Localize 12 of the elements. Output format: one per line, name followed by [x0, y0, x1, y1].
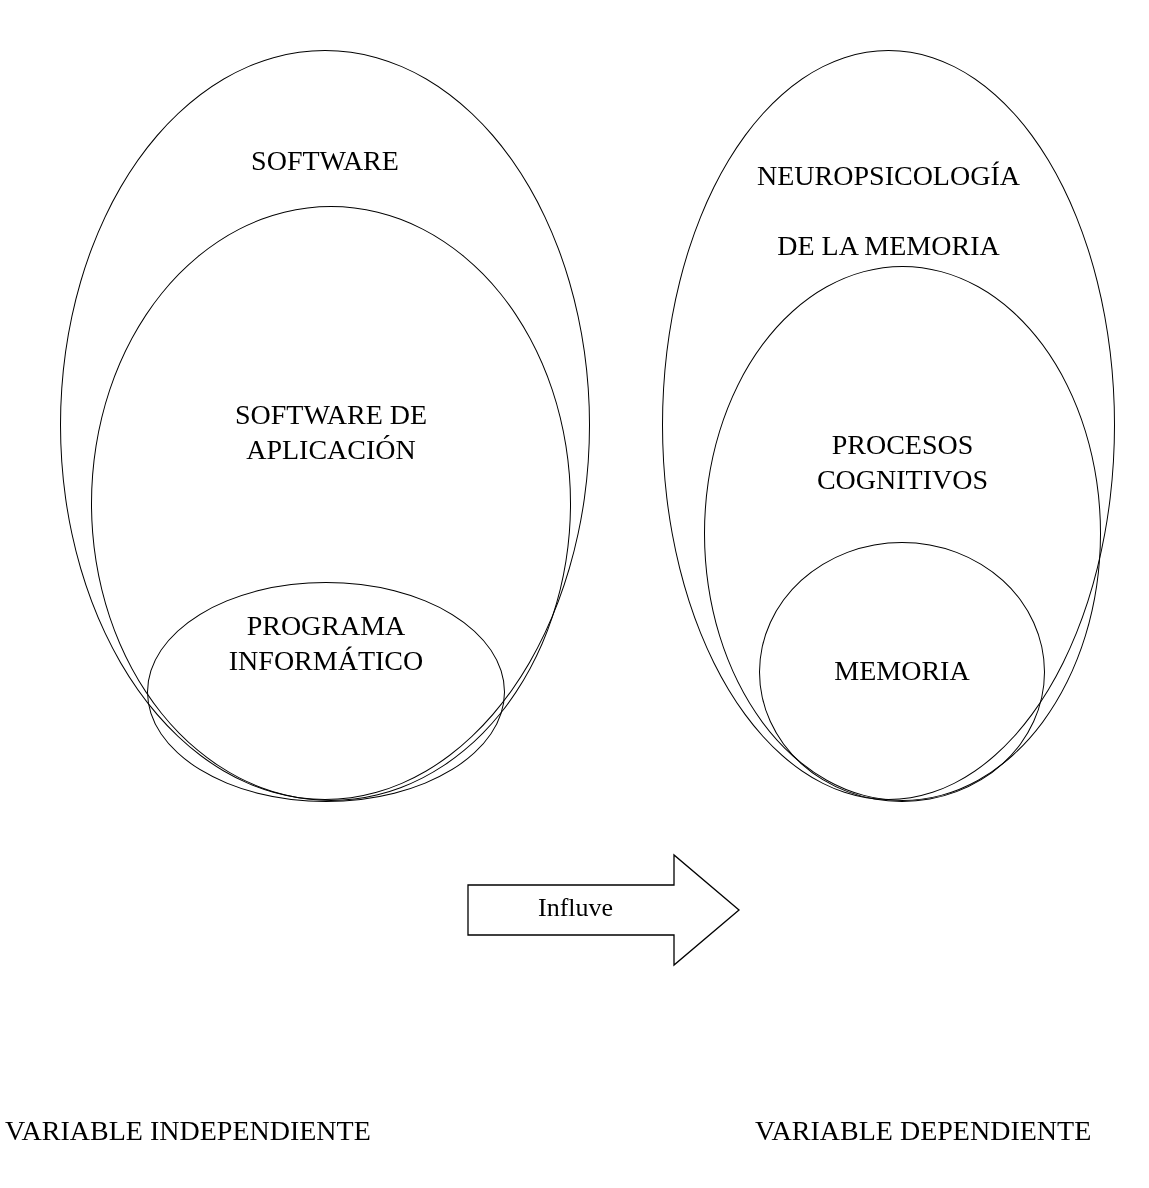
ellipse-label: PROCESOS COGNITIVOS — [815, 428, 990, 497]
ellipse-label: SOFTWARE — [251, 144, 399, 178]
ellipse-label: SOFTWARE DE APLICACIÓN — [233, 398, 429, 467]
ellipse-label: NEUROPSICOLOGÍA DE LA MEMORIA — [756, 159, 1021, 263]
ellipse — [662, 50, 1115, 800]
ellipse-label: MEMORIA — [834, 654, 970, 688]
ellipse — [704, 266, 1101, 801]
ellipse-label: PROGRAMA INFORMÁTICO — [227, 609, 425, 678]
ellipse — [60, 50, 590, 800]
ellipse — [91, 206, 571, 801]
variable-caption: VARIABLE INDEPENDIENTE — [5, 1115, 371, 1147]
variable-caption: VARIABLE DEPENDIENTE — [755, 1115, 1092, 1147]
